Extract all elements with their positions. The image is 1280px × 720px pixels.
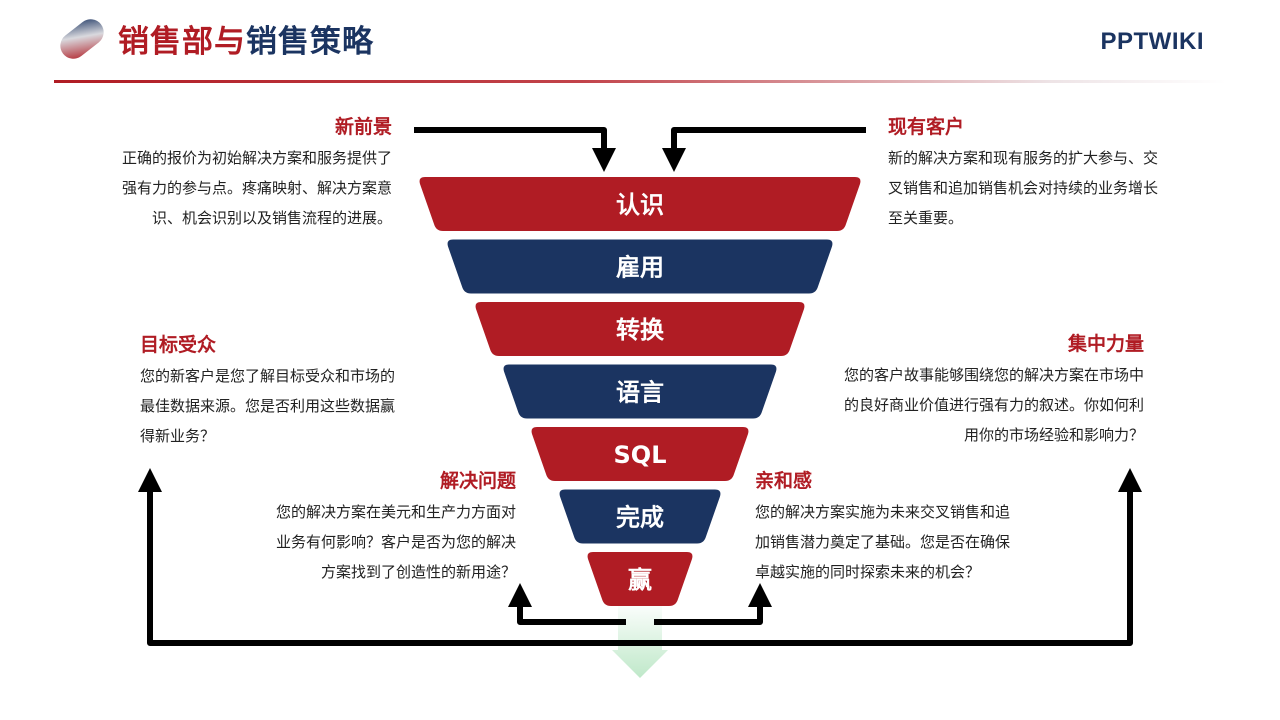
logo-icon: [60, 19, 104, 59]
text-line: 正确的报价为初始解决方案和服务提供了: [121, 149, 392, 167]
funnel-stage: 认识: [419, 177, 861, 231]
text-line: 强有力的参与点。疼痛映射、解决方案意: [121, 179, 392, 197]
brand-name: PPTWIKI: [1100, 28, 1204, 55]
title-part-blue: 销售策略: [246, 24, 374, 60]
funnel-stage-label: 认识: [616, 191, 664, 219]
text-line: 加销售潜力奠定了基础。您是否在确保: [755, 533, 1011, 551]
funnel-stage-label: 语言: [616, 379, 664, 407]
existing-customers-text: 新的解决方案和现有服务的扩大参与、交 叉销售和追加销售机会对持续的业务增长 至关…: [888, 143, 1198, 233]
target-audience-title: 目标受众: [140, 334, 217, 356]
arrow-new-prospects: [414, 127, 616, 172]
funnel-stage-shape: [419, 177, 861, 231]
funnel-stage-shape: [587, 552, 693, 606]
text-line: 最佳数据来源。您是否利用这些数据赢: [140, 397, 396, 415]
funnel-stage-shape: [531, 427, 749, 481]
arrow-target-audience: [138, 468, 640, 646]
funnel-stage-shape: [503, 364, 777, 419]
text-line: 卓越实施的同时探索未来的机会？: [755, 563, 981, 581]
text-line: 识、机会识别以及销售流程的进展。: [151, 209, 392, 227]
funnel-stage-label: 雇用: [616, 254, 664, 282]
text-line: 业务有何影响？客户是否为您的解决: [275, 533, 516, 551]
arrow-focus: [640, 468, 1142, 646]
block-new-prospects: 新前景 正确的报价为初始解决方案和服务提供了 强有力的参与点。疼痛映射、解决方案…: [92, 113, 392, 233]
page-title: 销售部与销售策略: [118, 20, 374, 64]
block-affinity: 亲和感 您的解决方案实施为未来交叉销售和追 加销售潜力奠定了基础。您是否在确保 …: [755, 467, 1045, 587]
header: 销售部与销售策略 PPTWIKI: [0, 0, 1280, 90]
funnel-stage-label: SQL: [614, 441, 667, 469]
affinity-title: 亲和感: [755, 470, 813, 492]
header-divider: [54, 80, 1226, 83]
solve-problems-title: 解决问题: [439, 470, 516, 492]
block-solve-problems: 解决问题 您的解决方案在美元和生产力方面对 业务有何影响？客户是否为您的解决 方…: [246, 467, 516, 587]
funnel-stage-label: 赢: [628, 566, 652, 594]
arrow-affinity: [654, 583, 772, 625]
block-target-audience: 目标受众 您的新客户是您了解目标受众和市场的 最佳数据来源。您是否利用这些数据赢…: [140, 331, 430, 451]
funnel-stage: 完成: [559, 489, 721, 544]
text-line: 用你的市场经验和影响力？: [963, 426, 1144, 444]
block-existing-customers: 现有客户 新的解决方案和现有服务的扩大参与、交 叉销售和追加销售机会对持续的业务…: [888, 113, 1198, 233]
arrow-solve-problems: [508, 583, 626, 625]
text-line: 的良好商业价值进行强有力的叙述。你如何利: [843, 396, 1144, 414]
existing-customers-title: 现有客户: [888, 116, 965, 138]
funnel-stage: SQL: [531, 427, 749, 481]
green-down-arrow-icon: [612, 600, 668, 678]
text-line: 您的客户故事能够围绕您的解决方案在市场中: [843, 366, 1144, 384]
text-line: 您的解决方案在美元和生产力方面对: [275, 503, 516, 521]
block-focus: 集中力量 您的客户故事能够围绕您的解决方案在市场中 的良好商业价值进行强有力的叙…: [804, 330, 1144, 450]
text-line: 至关重要。: [888, 209, 964, 227]
text-line: 新的解决方案和现有服务的扩大参与、交: [888, 149, 1159, 167]
title-part-red: 销售部与: [118, 24, 246, 60]
funnel-stage-shape: [475, 302, 805, 356]
focus-title: 集中力量: [1067, 333, 1144, 355]
funnel-stage-label: 转换: [616, 316, 665, 344]
funnel-stage-shape: [559, 489, 721, 544]
text-line: 方案找到了创造性的新用途？: [320, 563, 516, 581]
funnel-stage: 转换: [475, 302, 805, 356]
text-line: 叉销售和追加销售机会对持续的业务增长: [888, 179, 1159, 197]
arrow-existing-customers: [662, 127, 866, 172]
funnel-stage: 语言: [503, 364, 777, 419]
text-line: 您的解决方案实施为未来交叉销售和追: [755, 503, 1011, 521]
text-line: 您的新客户是您了解目标受众和市场的: [140, 367, 396, 385]
funnel-stage: 赢: [587, 552, 693, 606]
focus-text: 您的客户故事能够围绕您的解决方案在市场中 的良好商业价值进行强有力的叙述。你如何…: [804, 360, 1144, 450]
affinity-text: 您的解决方案实施为未来交叉销售和追 加销售潜力奠定了基础。您是否在确保 卓越实施…: [755, 497, 1045, 587]
text-line: 得新业务？: [140, 427, 216, 445]
funnel-stage-shape: [447, 239, 833, 294]
solve-problems-text: 您的解决方案在美元和生产力方面对 业务有何影响？客户是否为您的解决 方案找到了创…: [246, 497, 516, 587]
funnel-stage: 雇用: [447, 239, 833, 294]
target-audience-text: 您的新客户是您了解目标受众和市场的 最佳数据来源。您是否利用这些数据赢 得新业务…: [140, 361, 430, 451]
funnel-stage-label: 完成: [616, 504, 664, 532]
new-prospects-text: 正确的报价为初始解决方案和服务提供了 强有力的参与点。疼痛映射、解决方案意 识、…: [92, 143, 392, 233]
new-prospects-title: 新前景: [334, 116, 392, 138]
